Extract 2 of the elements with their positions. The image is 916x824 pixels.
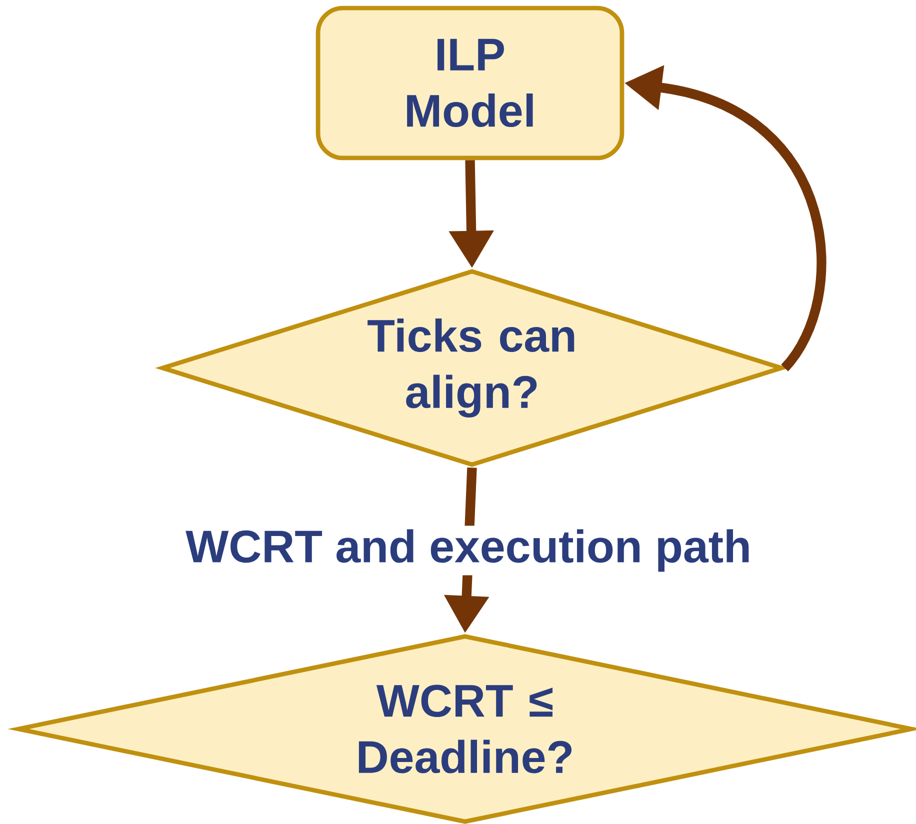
edge-label: WCRT and execution path (182, 526, 755, 576)
process-box: ILP Model (316, 6, 624, 160)
